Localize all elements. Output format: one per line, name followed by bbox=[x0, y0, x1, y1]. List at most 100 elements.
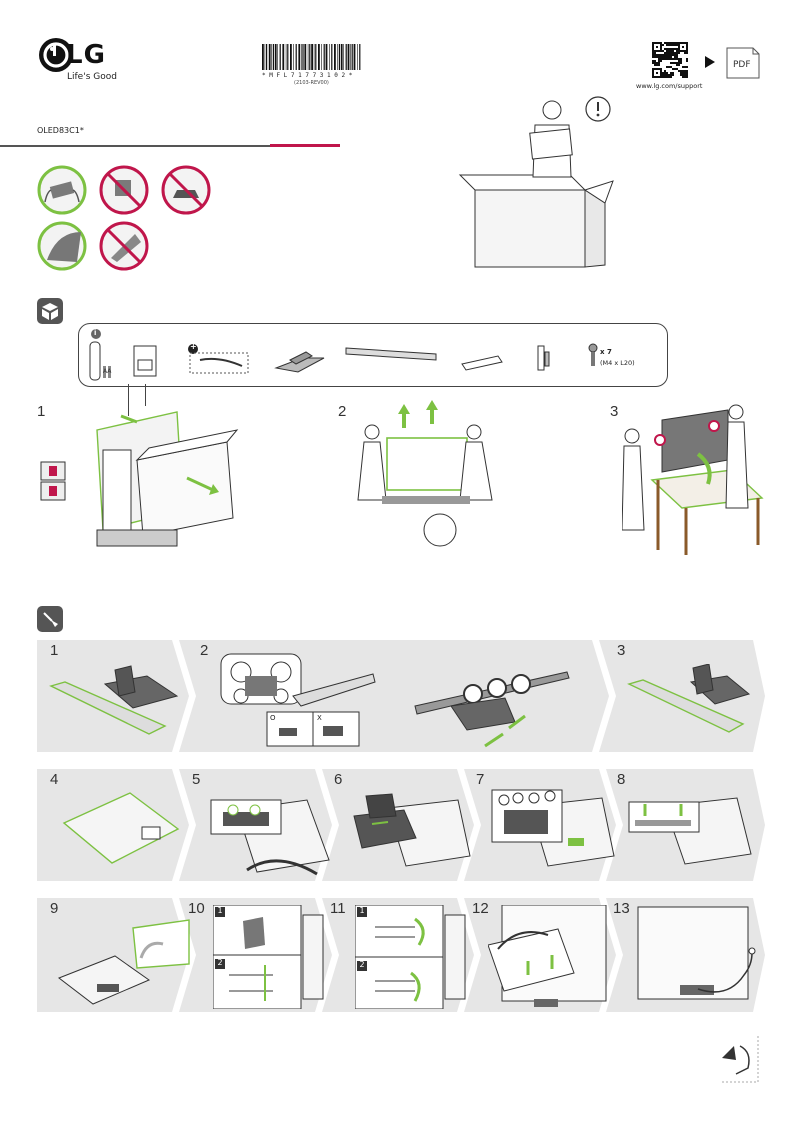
qr-module bbox=[658, 56, 660, 58]
qr-module bbox=[684, 72, 686, 74]
page-turn-icon[interactable] bbox=[718, 1034, 762, 1084]
qr-module bbox=[678, 48, 680, 50]
qr-module bbox=[670, 42, 672, 44]
qr-module bbox=[658, 76, 660, 78]
assembly-step-number: 11 bbox=[330, 900, 346, 917]
qr-module bbox=[678, 46, 680, 48]
assembly-step-number: 6 bbox=[334, 771, 343, 788]
qr-module bbox=[678, 62, 680, 64]
barcode-bar bbox=[307, 44, 309, 70]
qr-module bbox=[668, 76, 670, 78]
lg-logo-icon bbox=[39, 38, 73, 72]
substep-badge: 1 bbox=[217, 906, 223, 915]
barcode-bar bbox=[301, 44, 302, 70]
qr-module bbox=[680, 70, 682, 72]
qr-module bbox=[668, 54, 670, 56]
qr-module bbox=[664, 42, 666, 44]
qr-module bbox=[670, 66, 672, 68]
barcode-bar bbox=[321, 44, 322, 70]
qr-module bbox=[682, 66, 684, 68]
barcode-bar bbox=[323, 44, 325, 70]
optional-icon bbox=[188, 344, 198, 354]
qr-module bbox=[666, 44, 668, 46]
qr-module bbox=[674, 44, 676, 46]
qr-module bbox=[666, 42, 668, 44]
qr-module bbox=[664, 70, 666, 72]
qr-module bbox=[656, 72, 658, 74]
qr-module bbox=[672, 72, 674, 74]
qr-module bbox=[686, 58, 688, 60]
qr-module bbox=[664, 52, 666, 54]
qr-module bbox=[674, 58, 676, 60]
assembly-step-6-illustration bbox=[348, 790, 473, 880]
qr-module bbox=[660, 60, 662, 62]
qr-module bbox=[668, 58, 670, 60]
qr-module bbox=[674, 42, 676, 44]
barcode-bar bbox=[345, 44, 347, 70]
barcode-bar bbox=[264, 44, 266, 70]
barcode-bar bbox=[298, 44, 301, 70]
qr-module bbox=[672, 62, 674, 64]
qr-module bbox=[680, 62, 682, 64]
qr-module bbox=[686, 60, 688, 62]
handling-ok-icon bbox=[37, 165, 87, 215]
qr-module bbox=[672, 74, 674, 76]
barcode-bar bbox=[338, 44, 340, 70]
qr-module bbox=[682, 76, 684, 78]
qr-module bbox=[672, 44, 674, 46]
box-icon bbox=[37, 298, 63, 324]
qr-code[interactable] bbox=[652, 42, 688, 78]
qr-module bbox=[686, 74, 688, 76]
qr-module bbox=[652, 46, 654, 48]
qr-module bbox=[682, 42, 684, 44]
unpack-step-3-illustration bbox=[622, 400, 772, 560]
assembly-step-7-illustration bbox=[490, 786, 615, 878]
qr-module bbox=[658, 64, 660, 66]
qr-module bbox=[656, 50, 658, 52]
pdf-icon[interactable] bbox=[725, 46, 761, 80]
barcode-bar bbox=[262, 44, 264, 70]
barcode-bar bbox=[347, 44, 350, 70]
support-url[interactable]: www.lg.com/support bbox=[636, 82, 703, 90]
qr-module bbox=[658, 62, 660, 64]
barcode-bar bbox=[337, 44, 338, 70]
barcode-bar bbox=[287, 44, 289, 70]
qr-module bbox=[670, 56, 672, 58]
qr-module bbox=[662, 54, 664, 56]
barcode-bar bbox=[290, 44, 292, 70]
model-divider bbox=[0, 145, 270, 147]
assembly-step-10-illustration bbox=[213, 905, 328, 1009]
qr-module bbox=[676, 54, 678, 56]
qr-module bbox=[670, 52, 672, 54]
qr-module bbox=[666, 58, 668, 60]
qr-module bbox=[660, 44, 662, 46]
qr-module bbox=[652, 70, 654, 72]
qr-module bbox=[684, 50, 686, 52]
qr-module bbox=[686, 44, 688, 46]
barcode-bar bbox=[282, 44, 285, 70]
qr-module bbox=[652, 52, 654, 54]
qr-module bbox=[676, 62, 678, 64]
screw-spec: (M4 x L20) bbox=[600, 359, 635, 367]
qr-module bbox=[660, 48, 662, 50]
barcode-bar bbox=[295, 44, 297, 70]
model-divider-accent bbox=[270, 144, 340, 147]
qr-module bbox=[658, 50, 660, 52]
qr-module bbox=[666, 48, 668, 50]
barcode-bar bbox=[313, 44, 315, 70]
qr-module bbox=[660, 70, 662, 72]
cable-holder-icon bbox=[537, 345, 545, 371]
assembly-step-number: 12 bbox=[472, 900, 489, 917]
qr-module bbox=[660, 74, 662, 76]
qr-module bbox=[664, 74, 666, 76]
qr-module bbox=[654, 62, 656, 64]
qr-module bbox=[658, 58, 660, 60]
qr-module bbox=[660, 54, 662, 56]
lg-logo bbox=[37, 36, 137, 86]
qr-module bbox=[666, 72, 668, 74]
qr-module bbox=[674, 62, 676, 64]
qr-module bbox=[654, 54, 656, 56]
unboxing-warning-illustration bbox=[455, 95, 625, 270]
qr-module bbox=[668, 48, 670, 50]
barcode-bar bbox=[334, 44, 336, 70]
